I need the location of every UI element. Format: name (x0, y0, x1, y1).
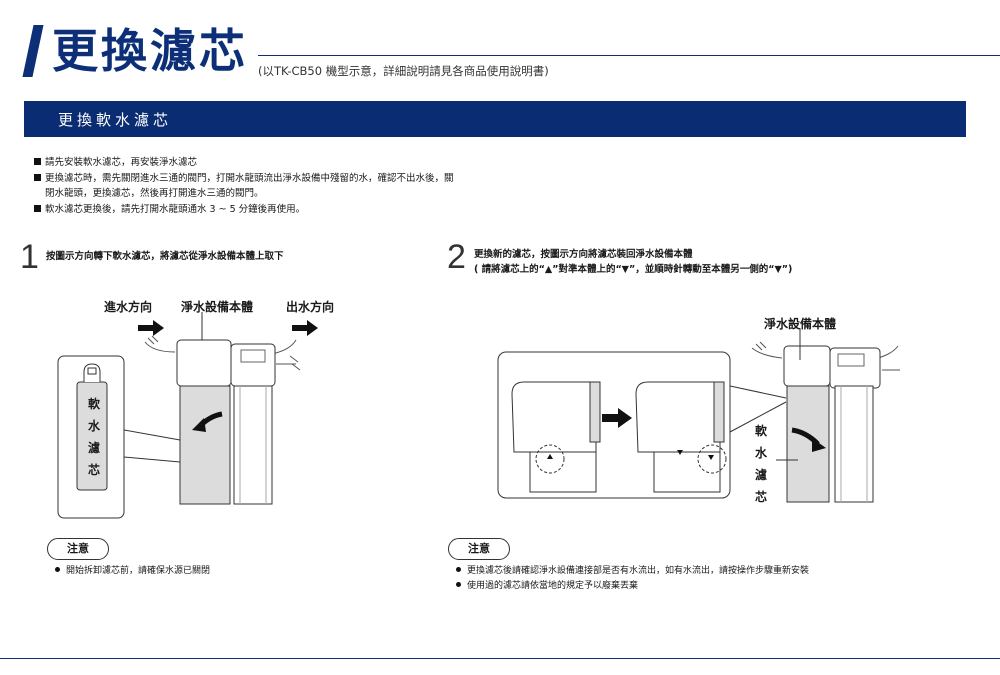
note-item: 更換濾芯時，需先關閉進水三通的閥門，打開水龍頭流出淨水設備中殘留的水，確認不出水… (34, 171, 454, 187)
section-title: 更換軟水濾芯 (58, 111, 173, 129)
step-2-illustration (497, 328, 900, 503)
bullet-dot-icon (456, 567, 461, 572)
step-1-illustration (57, 312, 318, 519)
caution-item: 更換濾芯後請確認淨水設備連接部是否有水流出，如有水流出，請按操作步驟重新安裝 (456, 564, 809, 579)
section-header-bar (24, 101, 966, 137)
caution-item: 使用過的濾芯請依當地的規定予以廢棄丟棄 (456, 579, 638, 594)
note-item: 請先安裝軟水濾芯，再安裝淨水濾芯 (34, 155, 454, 171)
page-title: 更換濾芯 (52, 24, 248, 78)
page-subtitle: (以TK-CB50 機型示意，詳細說明請見各商品使用說明書) (258, 64, 549, 78)
step-2-number: 2 (447, 238, 466, 276)
outlet-direction-label: 出水方向 (286, 300, 335, 314)
softener-cartridge-label: 軟 水 濾 芯 (87, 397, 100, 477)
step-1-text: 按圖示方向轉下軟水濾芯，將濾芯從淨水設備本體上取下 (46, 251, 284, 262)
step-2-text-line1: 更換新的濾芯，按圖示方向將濾芯裝回淨水設備本體 (474, 249, 693, 260)
inlet-direction-label: 進水方向 (104, 300, 153, 314)
step-1-number: 1 (20, 238, 39, 276)
twist-arrow-icon (192, 411, 223, 432)
next-arrow-icon (602, 408, 632, 428)
step-2-text-line2: ( 請將濾芯上的“▲”對準本體上的“▼”，並順時針轉動至本體另一側的“▼”) (474, 264, 793, 275)
square-bullet-icon (34, 173, 41, 181)
twist-arrow-icon (791, 427, 826, 452)
outlet-arrow-icon (292, 320, 318, 336)
bullet-dot-icon (55, 567, 60, 572)
square-bullet-icon (34, 204, 41, 212)
purifier-body-label-2: 淨水設備本體 (764, 317, 837, 331)
title-divider (258, 55, 1000, 56)
softener-cartridge-label-2: 軟 水 濾 芯 (754, 424, 767, 504)
caution-item: 開始拆卸濾芯前，請確保水源已關閉 (55, 564, 210, 579)
note-item: 軟水濾芯更換後，請先打開水龍頭通水 3 ~ 5 分鐘後再使用。 (34, 202, 454, 218)
inlet-arrow-icon (138, 320, 164, 336)
note-item-continued: 閉水龍頭，更換濾芯，然後再打開進水三通的閥門。 (45, 188, 264, 199)
square-bullet-icon (34, 158, 41, 165)
purifier-body-label: 淨水設備本體 (181, 300, 254, 314)
bullet-dot-icon (456, 582, 461, 587)
bottom-divider (0, 658, 1000, 659)
title-accent-bar (22, 25, 44, 77)
instruction-notes: 請先安裝軟水濾芯，再安裝淨水濾芯 更換濾芯時，需先關閉進水三通的閥門，打開水龍頭… (34, 155, 454, 217)
caution-badge: 注意 (47, 538, 109, 560)
caution-badge-2: 注意 (448, 538, 510, 560)
